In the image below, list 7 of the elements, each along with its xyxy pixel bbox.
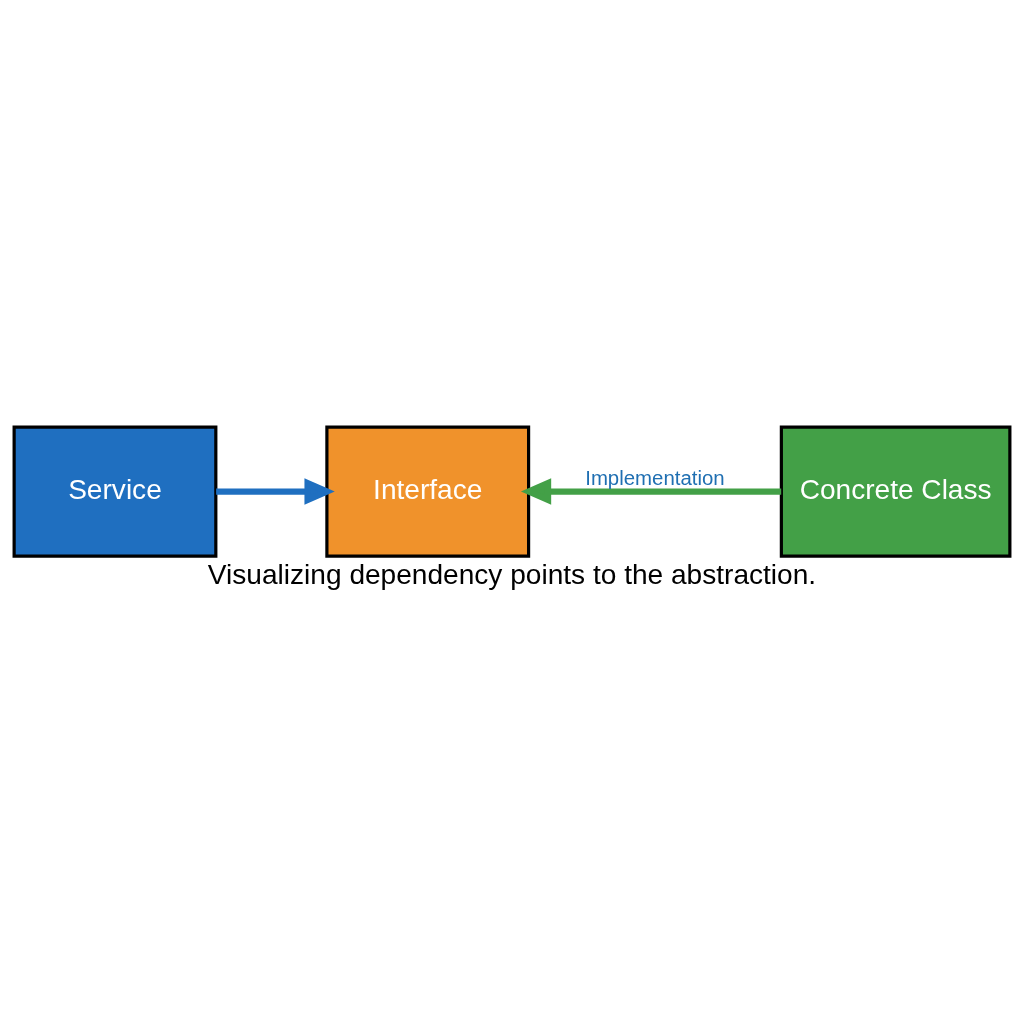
- node-box: Concrete Class: [779, 425, 1012, 558]
- caption: Visualizing dependency points to the abstraction.: [207, 558, 817, 590]
- arrow: [216, 478, 335, 505]
- edge-label: Implementation: [585, 466, 725, 489]
- node-box: Service: [12, 425, 218, 558]
- node-box: Interface: [325, 425, 531, 558]
- arrow: [520, 478, 782, 505]
